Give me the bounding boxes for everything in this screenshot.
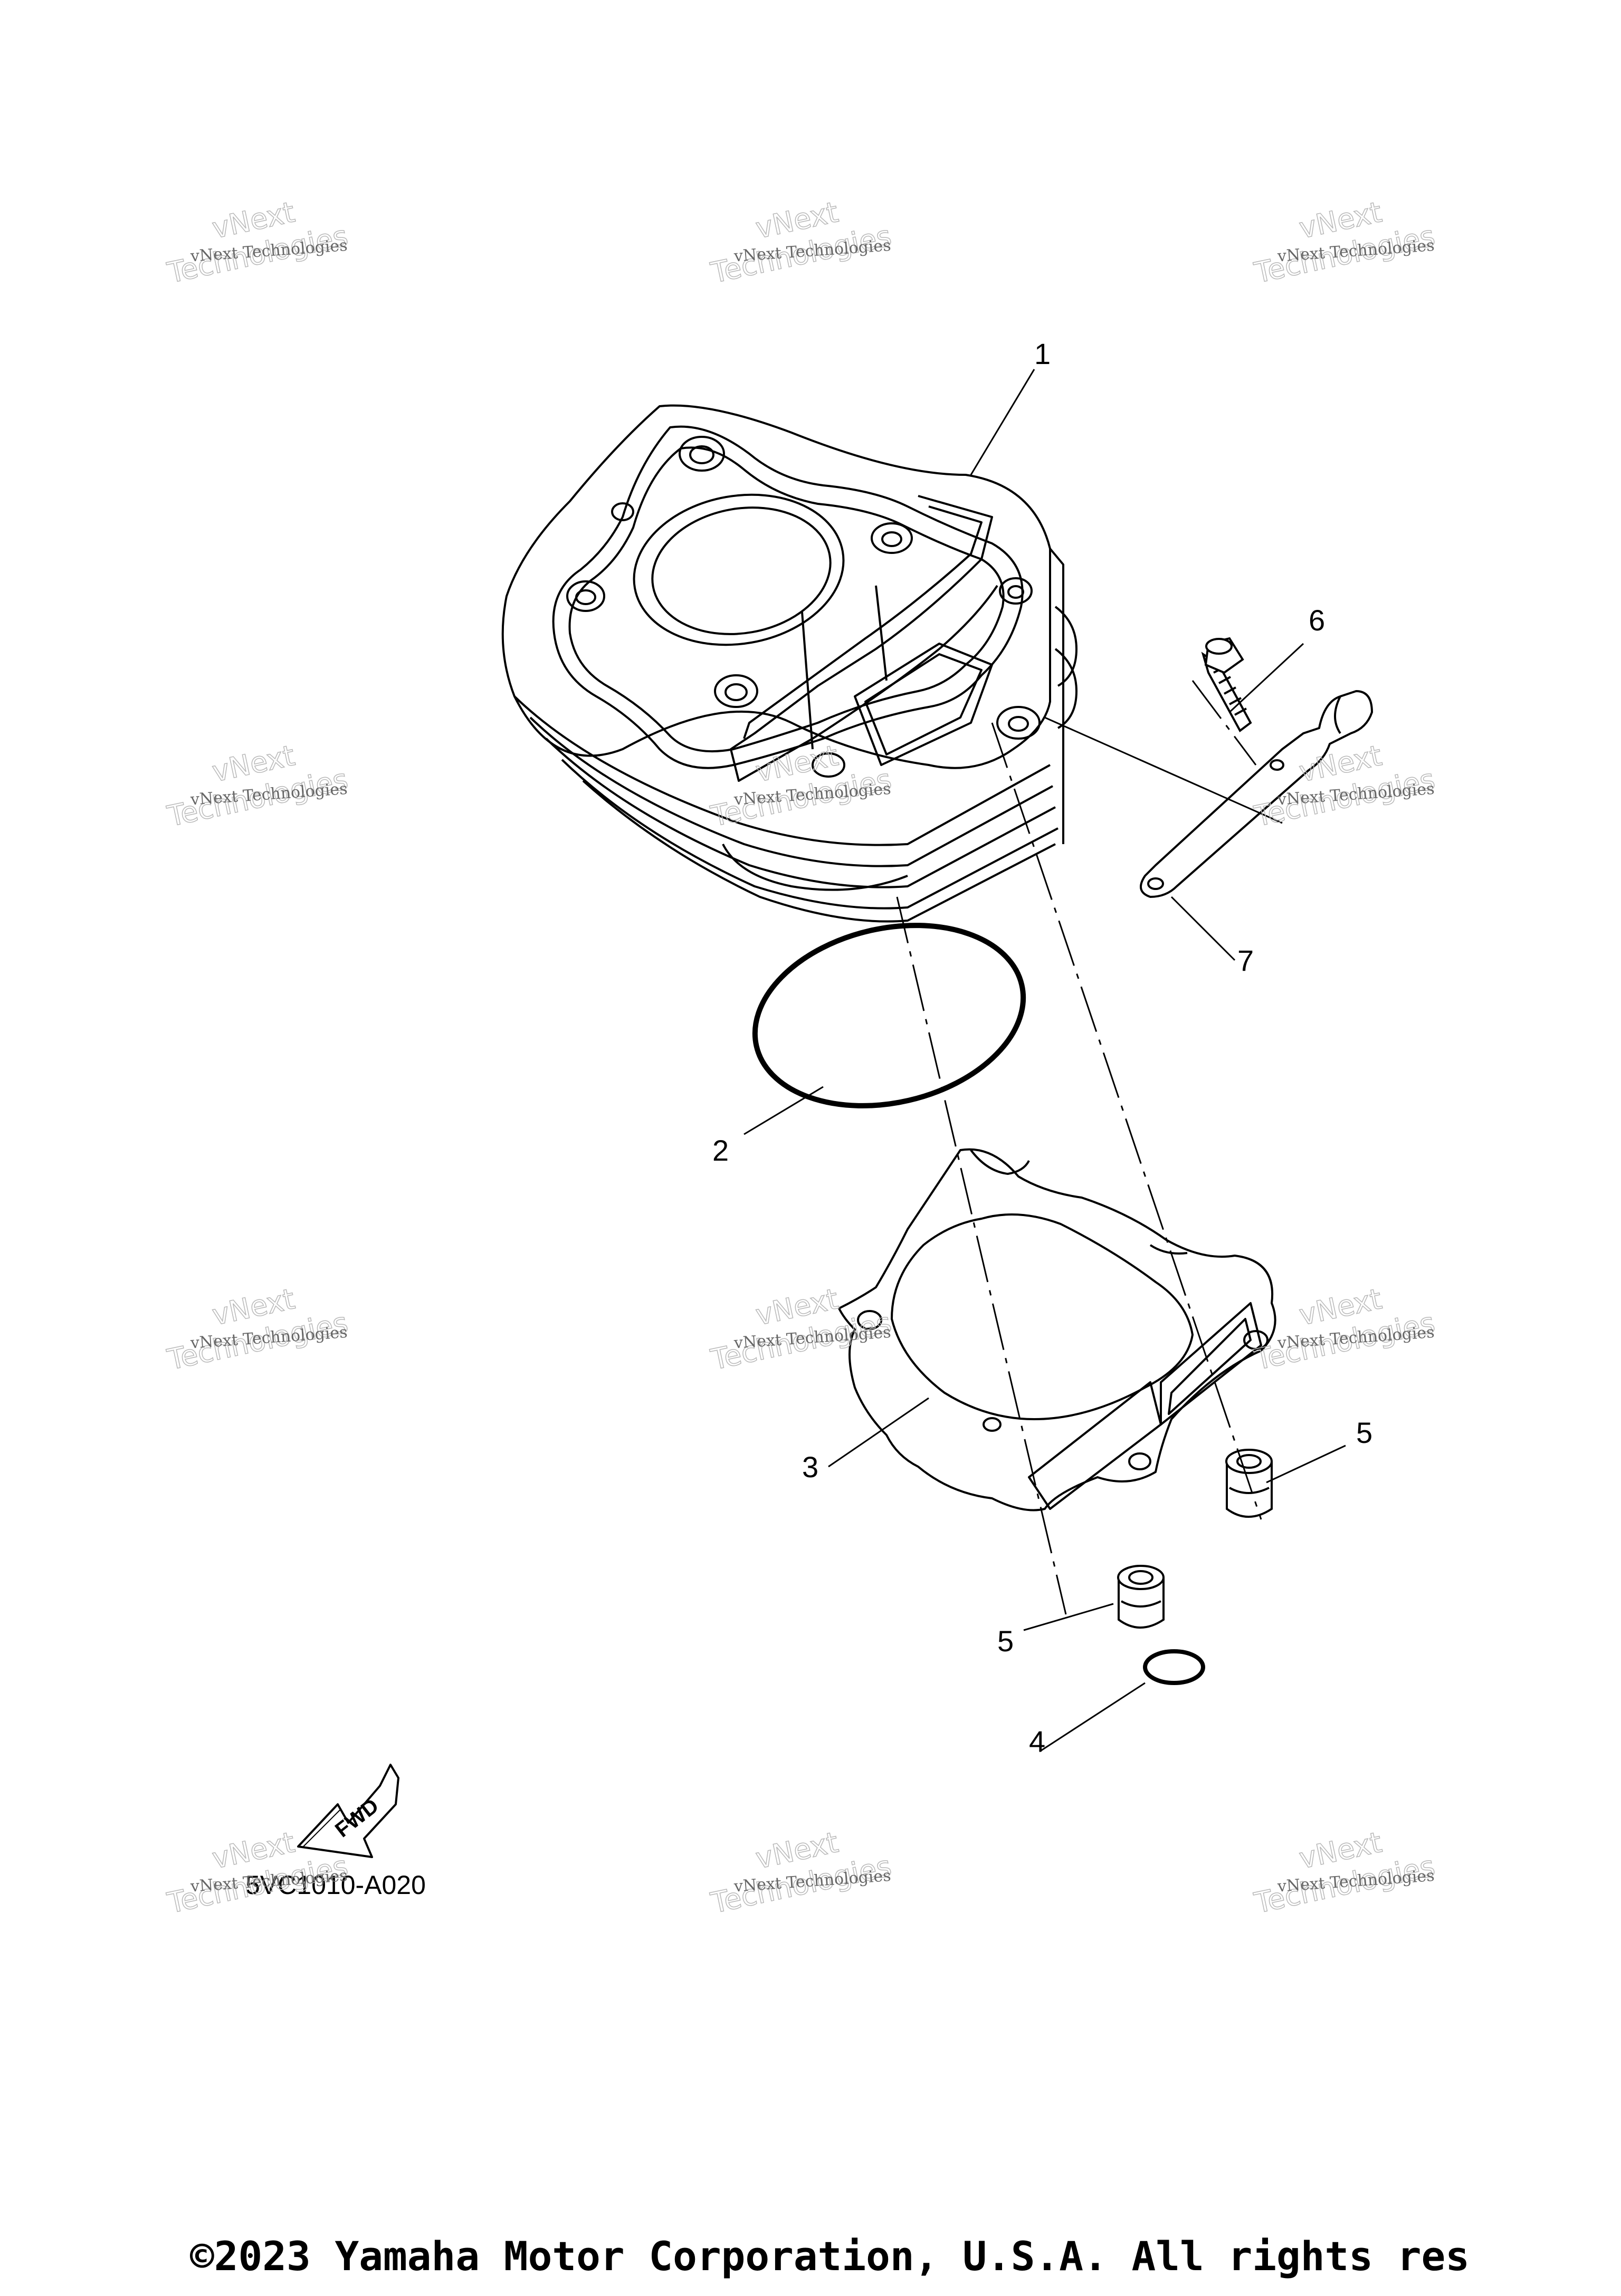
alignment-lines <box>896 680 1262 1615</box>
callout-2: 2 <box>712 1134 729 1167</box>
dowel-pin-part-lower <box>1117 1565 1165 1629</box>
bolt-part <box>1201 637 1252 732</box>
diagram-code: 5VC1010-A020 <box>245 1870 426 1900</box>
bracket-part <box>1140 690 1373 898</box>
small-o-ring-part <box>1143 1649 1205 1685</box>
callout-3: 3 <box>802 1450 818 1484</box>
cylinder-gasket-part <box>838 1148 1276 1511</box>
callout-4: 4 <box>1029 1725 1045 1758</box>
copyright-notice: ©2023 Yamaha Motor Corporation, U.S.A. A… <box>190 2233 1470 2280</box>
callout-labels: 1 2 3 4 5 5 6 7 <box>712 337 1372 1758</box>
o-ring-part <box>752 923 1026 1108</box>
callout-5-lower: 5 <box>997 1624 1014 1658</box>
callout-7: 7 <box>1237 944 1254 977</box>
callout-5-upper: 5 <box>1356 1416 1372 1449</box>
cylinder-part <box>501 404 1078 923</box>
fwd-arrow: FWD <box>297 1764 399 1858</box>
dowel-pin-part <box>1225 1449 1273 1518</box>
callout-6: 6 <box>1309 604 1325 637</box>
leader-lines <box>743 369 1346 1753</box>
callout-1: 1 <box>1034 337 1051 370</box>
